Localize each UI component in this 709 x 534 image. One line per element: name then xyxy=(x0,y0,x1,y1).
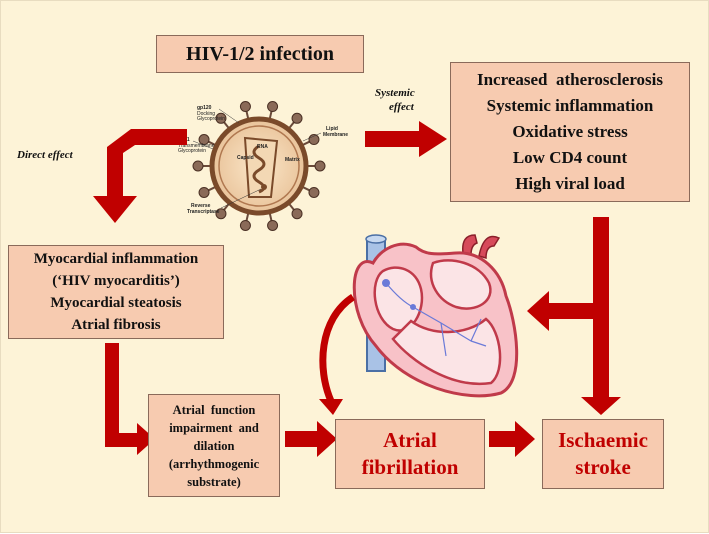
systemic-to-heart-arrow xyxy=(527,291,597,331)
virus-spikes xyxy=(192,101,326,231)
atrial-fibrillation-line: Atrial xyxy=(383,428,437,452)
gp120-spike-knob xyxy=(198,186,210,198)
gp120-spike-knob xyxy=(215,112,227,124)
gp120-spike-knob xyxy=(267,101,279,113)
atrial-function-line: dilation xyxy=(193,438,235,453)
atrial-function-line: (arrhythmogenic xyxy=(168,456,260,471)
ischaemic-stroke-line: Ischaemic xyxy=(558,428,648,452)
reverse-transcriptase-label: Transcriptase xyxy=(187,209,220,215)
left-atrium xyxy=(430,259,492,310)
gp120-label: gp120 xyxy=(197,105,212,111)
systemic-effect-arrow xyxy=(365,121,447,157)
gp120-spike-knob xyxy=(291,208,303,220)
capsid-label: Capsid xyxy=(237,155,254,161)
gp120-spike-knob xyxy=(308,186,320,198)
arrows xyxy=(93,121,621,457)
lipid-label: Membrane xyxy=(323,132,348,138)
atrial-function-line: Atrial function xyxy=(172,402,256,417)
atrial-fibrillation-line: fibrillation xyxy=(361,455,459,479)
myocardial-effect-item: Myocardial steatosis xyxy=(50,295,182,311)
conduction-pathway xyxy=(385,282,487,357)
gp120-sub-label: Docking xyxy=(197,111,215,117)
myocardial-to-atrial-function-arrow xyxy=(105,343,155,455)
systemic-effect-item: Systemic inflammation xyxy=(486,96,654,115)
systemic-effect-item: Oxidative stress xyxy=(512,122,628,141)
lipid-label: Lipid xyxy=(326,126,338,132)
matrix-label: Matrix xyxy=(285,157,300,163)
gp120-spike-knob xyxy=(215,208,227,220)
myocardial-effect-item: Myocardial inflammation xyxy=(33,251,199,267)
atrial-function-box: Atrial function impairment and dilation … xyxy=(148,394,280,497)
reverse-transcriptase-dot xyxy=(261,184,267,190)
gp120-spike-knob xyxy=(291,112,303,124)
gp41-sub-label: Glycoprotein xyxy=(178,148,206,154)
systemic-effect-item: Low CD4 count xyxy=(512,148,628,167)
pulmonary-artery xyxy=(462,234,478,256)
reverse-transcriptase-label: Reverse xyxy=(191,203,211,209)
rna-label: RNA xyxy=(257,144,268,150)
gp120-spike-knob xyxy=(314,160,326,172)
hiv-infection-title: HIV-1/2 infection xyxy=(186,42,334,65)
systemic-effect-item: Increased atherosclerosis xyxy=(476,70,664,89)
gp41-sub-label: Transmembrane xyxy=(178,143,215,149)
aorta xyxy=(478,235,501,259)
heart-illustration xyxy=(352,234,519,398)
myocardial-effects-box: Myocardial inflammation (‘HIV myocarditi… xyxy=(8,245,224,339)
af-to-stroke-arrow xyxy=(489,421,535,457)
myocardial-effect-item: (‘HIV myocarditis’) xyxy=(52,273,180,289)
systemic-to-stroke-arrow xyxy=(581,217,621,415)
atrial-function-to-af-arrow xyxy=(285,421,337,457)
gp120-spike-knob xyxy=(198,134,210,146)
atrial-function-line: impairment and xyxy=(169,420,259,435)
hiv-infection-box: HIV-1/2 infection xyxy=(156,35,364,73)
gp120-spike-knob xyxy=(239,101,251,113)
ischaemic-stroke-line: stroke xyxy=(575,455,631,479)
atrial-function-line: substrate) xyxy=(187,474,241,489)
systemic-effect-label-line2: effect xyxy=(389,101,414,113)
myocardial-effect-item: Atrial fibrosis xyxy=(71,317,161,333)
direct-effect-label: Direct effect xyxy=(17,149,73,161)
gp120-spike-knob xyxy=(192,160,204,172)
ischaemic-stroke-box: Ischaemic stroke xyxy=(542,419,664,489)
direct-effect-arrow xyxy=(93,129,187,223)
virus-matrix xyxy=(218,125,300,207)
gp120-spike-knob xyxy=(239,219,251,231)
gp120-spike-knob xyxy=(267,219,279,231)
gp120-sub-label: Glycoprotein xyxy=(197,116,225,122)
systemic-effect-label-line1: Systemic xyxy=(375,87,415,99)
systemic-effects-box: Increased atherosclerosis Systemic infla… xyxy=(450,62,690,202)
atrial-fibrillation-box: Atrial fibrillation xyxy=(335,419,485,489)
systemic-effect-item: High viral load xyxy=(515,174,625,193)
heart-to-af-arrow xyxy=(319,294,356,415)
hiv-virus-illustration: gp120 Docking Glycoprotein gp41 Transmem… xyxy=(178,101,348,231)
